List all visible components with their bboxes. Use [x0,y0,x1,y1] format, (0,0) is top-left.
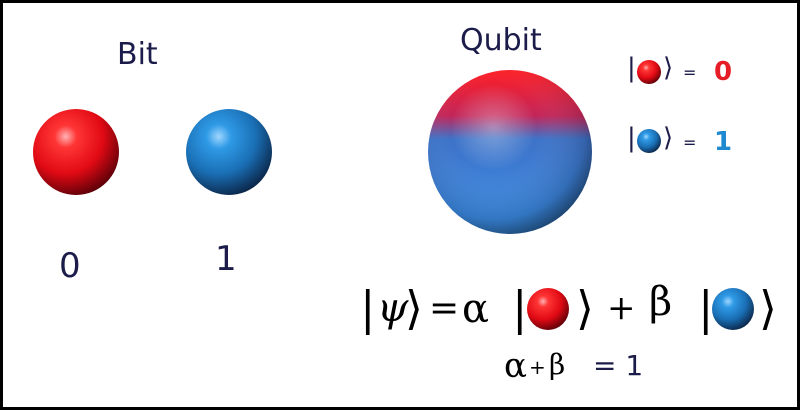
legend-blue-ket-open: | [627,123,636,153]
legend-blue-sphere-icon [637,129,661,153]
legend-red-sphere-icon [637,60,661,84]
legend-red-value: 0 [714,57,733,87]
legend-red-ket-close: ⟩ [663,53,674,83]
formula-plus: + [607,288,636,328]
red-sphere-icon [33,109,119,195]
constraint-rhs: = 1 [593,349,644,382]
legend-red-ket-open: | [627,53,636,83]
formula-red-sphere-icon [527,288,569,330]
formula-equals: = [429,288,460,329]
formula-psi: ψ [377,285,409,331]
formula-beta: β [649,279,673,325]
bit-title: Bit [117,37,158,72]
legend-blue-equals: = [683,133,697,152]
formula-red-ket-close: ⟩ [576,281,594,335]
bit-zero-label: 0 [59,246,81,286]
legend-blue-value: 1 [714,127,733,157]
formula-alpha: α [462,286,490,332]
formula-blue-ket-open: | [698,281,714,335]
qubit-sphere-icon [428,70,592,234]
constraint-plus: + [529,355,546,379]
formula-ket-open: | [360,281,376,335]
blue-sphere-icon [186,109,272,195]
legend-blue-ket-close: ⟩ [663,123,674,153]
legend-red-equals: = [683,63,697,82]
bit-one-label: 1 [215,239,237,279]
formula-blue-sphere-icon [712,288,754,330]
constraint-alpha: α [504,346,527,386]
formula-blue-ket-close: ⟩ [759,281,777,335]
qubit-title: Qubit [460,23,542,58]
formula-red-ket-open: | [512,281,528,335]
formula-ket-close: ⟩ [405,281,423,335]
constraint-beta: β [549,348,566,381]
